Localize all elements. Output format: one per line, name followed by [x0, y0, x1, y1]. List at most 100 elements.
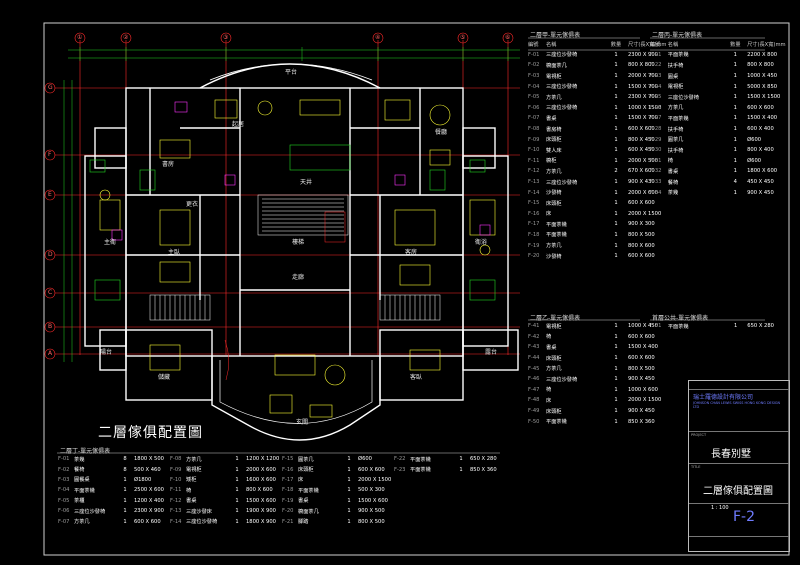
room-label: 衛浴: [475, 239, 488, 246]
walls: [84, 63, 519, 441]
table-header-cell: 數量: [730, 41, 741, 48]
table-header-cell: 名稱: [667, 41, 679, 48]
table-cell: F-47: [528, 386, 540, 393]
table-cell: 800 X 500: [628, 365, 655, 372]
table-cell: F-19: [528, 242, 540, 249]
table-header-cell: 尺寸(長X寬)mm: [628, 41, 667, 48]
table-cell: 三座位沙發椅: [546, 105, 578, 112]
table-cell: 1: [614, 242, 618, 249]
table-cell: 600 X 600: [628, 333, 655, 340]
table-cell: 1: [733, 115, 737, 122]
grid-row-label: D: [48, 251, 53, 258]
table-cell: 8: [123, 466, 127, 473]
table-header-cell: 名稱: [546, 41, 557, 48]
table-cell: 8: [123, 456, 127, 463]
table-cell: 2300 X 900: [134, 508, 164, 515]
table-cell: F-09: [170, 466, 182, 473]
table-cell: 1800 X 600: [747, 168, 778, 175]
table-cell: 1: [614, 253, 618, 260]
table-cell: 床: [546, 397, 552, 404]
table-cell: 椅: [186, 487, 192, 494]
table-cell: 1000 X 1500: [628, 104, 662, 111]
table-cell: 2000 X 600: [246, 466, 276, 473]
table-cell: 900 X 450: [628, 408, 655, 415]
table-cell: 600 X 600: [628, 200, 655, 207]
table-header-cell: 尺寸(長X寬)mm: [747, 41, 786, 48]
schedule-title: 二層丙-單元傢俱表: [652, 32, 703, 39]
table-cell: 櫥面茶几: [546, 62, 567, 69]
stair-side: [149, 294, 441, 381]
table-cell: 床頭柜: [546, 355, 562, 362]
table-cell: 1: [733, 323, 738, 330]
table-cell: 櫥柜: [546, 158, 557, 165]
room-label: 玄關: [296, 419, 309, 426]
table-cell: 900 X 430: [628, 179, 655, 186]
table-cell: F-13: [528, 179, 540, 186]
table-cell: 椅: [546, 334, 552, 341]
table-cell: 三座位沙發椅: [74, 508, 106, 515]
table-cell: 平面茶幾: [667, 115, 689, 122]
schedule-title: 二層乙-單元傢俱表: [530, 315, 581, 322]
table-cell: 600 X 600: [628, 355, 655, 362]
table-cell: 600 X 450: [628, 147, 655, 154]
table-cell: 900 X 450: [628, 376, 655, 383]
table-header-row: 編號名稱數量尺寸(長X寬)mm: [648, 39, 800, 50]
company-name-en: JOHNSON CHAN LEWIS SWISS HONG KONG DESIG…: [693, 401, 781, 410]
grid-col-label: ③: [223, 34, 229, 41]
table-cell: 平面茶幾: [667, 323, 689, 330]
project-label: PROJECT: [691, 433, 707, 437]
table-cell: 餐椅: [74, 467, 85, 474]
table-cell: F-46: [528, 376, 540, 383]
table-cell: 1: [347, 476, 351, 483]
table-cell: F-18: [282, 487, 294, 494]
table-cell: 800 X 500: [628, 231, 655, 238]
table-cell: 4: [733, 179, 737, 186]
dimension-lines: [63, 47, 520, 362]
table-cell: 1500 X 400: [628, 344, 658, 351]
table-cell: 1: [614, 231, 618, 238]
table-cell: 1500 X 600: [358, 497, 388, 504]
table-cell: F-12: [528, 168, 540, 175]
table-cell: 床頭柜: [298, 467, 314, 474]
table-cell: 1: [614, 323, 618, 330]
table-cell: 1: [614, 179, 618, 186]
table-cell: 900 X 450: [747, 189, 774, 196]
table-cell: 800 X 400: [747, 147, 774, 154]
table-cell: 電視柜: [546, 323, 562, 330]
table-cell: 2000 X 1500: [628, 397, 662, 404]
table-cell: 800 X 800: [747, 62, 774, 69]
table-cell: 書桌: [546, 344, 557, 351]
magenta-marks: [111, 101, 491, 241]
table-cell: F-17: [528, 221, 540, 228]
table-cell: 1: [123, 508, 127, 515]
table-cell: Ø600: [747, 136, 762, 143]
grid-row-label: B: [48, 323, 53, 330]
sheet-border: [43, 22, 790, 556]
table-cell: 1500 X 600: [246, 497, 276, 504]
table-cell: F-43: [528, 344, 540, 351]
room-label: 餐廳: [435, 129, 448, 136]
table-cell: F-12: [170, 497, 182, 504]
table-cell: 方茶几: [74, 519, 90, 526]
table-header-cell: 編號: [528, 41, 539, 48]
table-cell: 1000 X 600: [628, 386, 658, 393]
title-block: 瑞士羅德設計有限公司 JOHNSON CHAN LEWIS SWISS HONG…: [688, 380, 790, 552]
